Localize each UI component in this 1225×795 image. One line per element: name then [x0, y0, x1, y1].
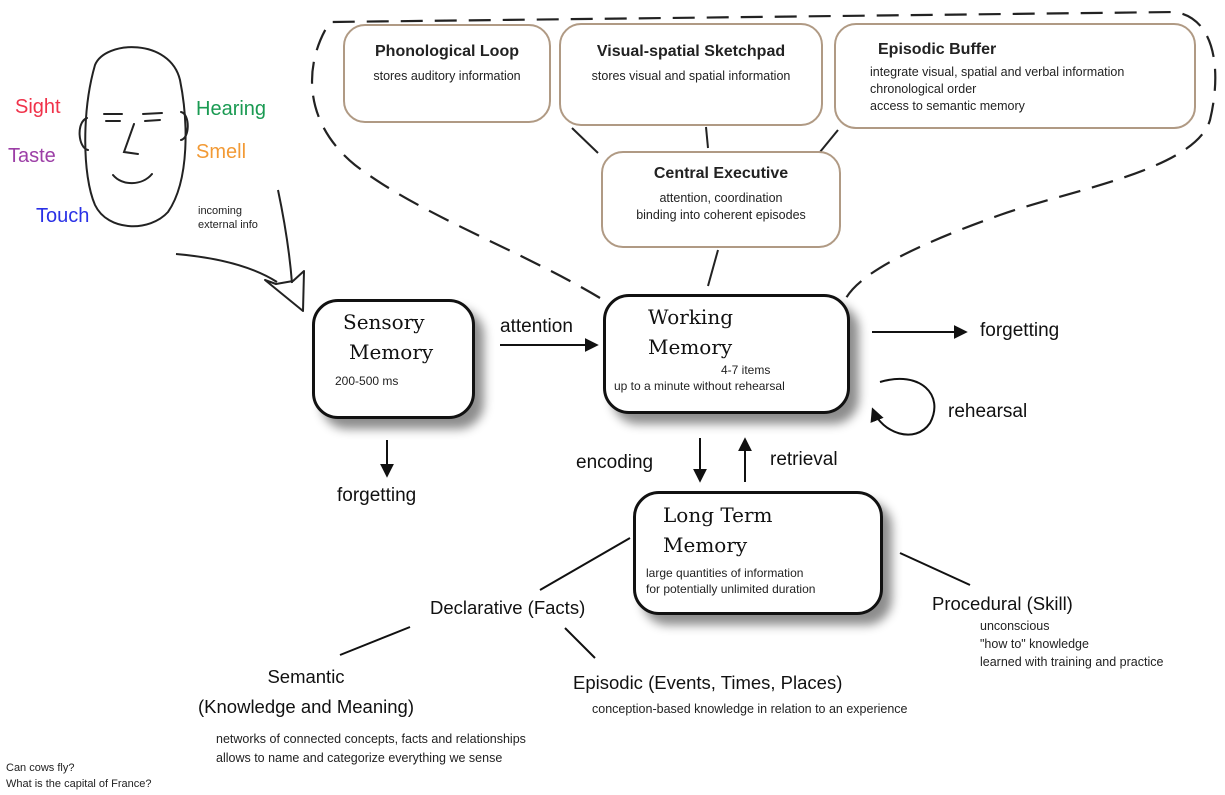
sense-smell: Smell: [196, 141, 246, 164]
incoming-info-note: incoming external info: [198, 204, 258, 232]
left-ear: [78, 117, 89, 151]
central-executive-line-2: binding into coherent episodes: [636, 208, 806, 222]
episodic-title: Episodic (Events, Times, Places): [573, 672, 843, 693]
rehearsal-loop-arrow: [870, 377, 936, 436]
right-ear: [180, 111, 189, 141]
visuospatial-sketchpad-box: Visual-spatial Sketchpad stores visual a…: [559, 23, 823, 126]
example-questions: Can cows fly? What is the capital of Fra…: [6, 760, 152, 792]
sense-smell-label: Smell: [196, 141, 247, 163]
incoming-line-2: external info: [198, 219, 258, 231]
working-memory-model-boundary: [310, 10, 1217, 301]
working-memory-duration: up to a minute without rehearsal: [614, 379, 785, 393]
phonological-loop-box: Phonological Loop stores auditory inform…: [343, 24, 551, 123]
sense-hearing-label: Hearing: [196, 98, 267, 120]
phonological-loop-desc: stores auditory information: [373, 69, 521, 83]
forgetting-working-label: forgetting: [980, 320, 1060, 341]
episodic-buffer-box: Episodic Buffer integrate visual, spatia…: [834, 23, 1196, 129]
declarative-title: Declarative (Facts): [430, 597, 586, 618]
semantic-note-1: networks of connected concepts, facts an…: [216, 732, 526, 746]
sensory-memory-duration: 200-500 ms: [335, 374, 399, 388]
central-executive-title: Central Executive: [653, 165, 789, 182]
long-term-memory-line-2: for potentially unlimited duration: [646, 582, 816, 596]
procedural-note-1: unconscious: [980, 619, 1050, 633]
procedural-group: Procedural (Skill) unconscious "how to" …: [932, 593, 1163, 671]
sense-touch: Touch: [36, 205, 89, 228]
semantic-title-2: (Knowledge and Meaning): [198, 696, 414, 717]
sensory-memory-box: Sensory Memory 200-500 ms: [312, 299, 475, 419]
head-outline: [84, 46, 187, 228]
sensory-memory-title-2: Memory: [349, 340, 434, 364]
long-term-memory-line-1: large quantities of information: [646, 566, 804, 580]
sense-sight: Sight: [15, 96, 61, 119]
procedural-note-2: "how to" knowledge: [980, 637, 1089, 651]
mouth: [112, 173, 153, 185]
sense-hearing: Hearing: [196, 98, 266, 121]
ltm-declarative-connector: [539, 537, 631, 591]
declarative-semantic-connector: [339, 626, 411, 656]
attention-label: attention: [500, 316, 573, 337]
working-memory-title-2: Memory: [648, 335, 733, 359]
forgetting-sensory-label: forgetting: [337, 485, 417, 506]
visuospatial-sketchpad-desc: stores visual and spatial information: [591, 69, 791, 83]
ltm-procedural-connector: [899, 552, 971, 586]
episodic-buffer-line-2: chronological order: [870, 82, 977, 96]
head-sketch: [78, 46, 189, 228]
sensory-memory-title-1: Sensory: [343, 310, 425, 334]
right-eye: [142, 112, 163, 122]
episodic-buffer-line-1: integrate visual, spatial and verbal inf…: [870, 65, 1125, 79]
sense-taste: Taste: [8, 145, 56, 168]
retrieval-label: retrieval: [770, 449, 838, 470]
connector-buffer-executive: [819, 129, 839, 153]
long-term-memory-title-1: Long Term: [663, 503, 773, 527]
long-term-memory-title-2: Memory: [663, 533, 748, 557]
incoming-arrow: [175, 189, 305, 312]
example-question-1: Can cows fly?: [6, 762, 75, 774]
connector-sketchpad-executive: [705, 126, 709, 149]
central-executive-line-1: attention, coordination: [659, 191, 783, 205]
episodic-desc: conception-based knowledge in relation t…: [592, 702, 908, 716]
semantic-note-2: allows to name and categorize everything…: [216, 751, 503, 765]
semantic-title-1: Semantic: [267, 666, 345, 687]
declarative-episodic-connector: [564, 627, 596, 659]
long-term-memory-box: Long Term Memory large quantities of inf…: [633, 491, 883, 615]
working-memory-title-1: Working: [648, 305, 733, 329]
working-memory-box: Working Memory 4-7 items up to a minute …: [603, 294, 850, 414]
example-question-2: What is the capital of France?: [6, 778, 152, 790]
connector-executive-working: [707, 249, 719, 287]
episodic-buffer-line-3: access to semantic memory: [870, 99, 1025, 113]
working-memory-capacity: 4-7 items: [721, 363, 771, 377]
incoming-line-1: incoming: [198, 205, 243, 217]
connector-phonological-executive: [571, 127, 599, 154]
procedural-notes: unconscious "how to" knowledge learned w…: [980, 617, 1163, 671]
rehearsal-label: rehearsal: [948, 401, 1028, 422]
sense-sight-label: Sight: [15, 96, 61, 118]
nose: [122, 123, 139, 155]
sense-taste-label: Taste: [8, 145, 56, 167]
sense-touch-label: Touch: [36, 205, 90, 227]
central-executive-box: Central Executive attention, coordinatio…: [601, 151, 841, 248]
semantic-notes: networks of connected concepts, facts an…: [216, 730, 526, 768]
encoding-label: encoding: [576, 452, 654, 473]
visuospatial-sketchpad-title: Visual-spatial Sketchpad: [596, 43, 786, 60]
episodic-buffer-title: Episodic Buffer: [878, 41, 997, 58]
procedural-title: Procedural (Skill): [932, 593, 1073, 614]
semantic-title: Semantic (Knowledge and Meaning): [168, 662, 444, 722]
phonological-loop-title: Phonological Loop: [375, 43, 519, 60]
left-eye: [103, 113, 123, 122]
procedural-note-3: learned with training and practice: [980, 655, 1164, 669]
